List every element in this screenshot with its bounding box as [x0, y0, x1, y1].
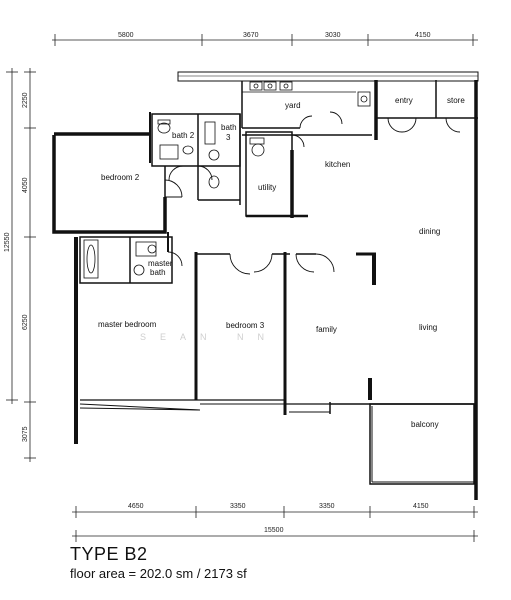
dimension-lines — [6, 34, 478, 542]
label-dining: dining — [419, 227, 440, 236]
label-bedroom-3: bedroom 3 — [226, 321, 265, 330]
label-utility: utility — [258, 183, 276, 192]
walls — [52, 71, 479, 500]
dim-top-1: 5800 — [118, 32, 134, 39]
dim-bottom-3: 3350 — [319, 503, 335, 510]
dim-bottom-2: 3350 — [230, 503, 246, 510]
label-kitchen: kitchen — [325, 160, 350, 169]
label-master-bath-line1: master — [148, 259, 173, 268]
doors — [164, 111, 461, 275]
fixtures — [83, 81, 371, 279]
label-master-bedroom: master bedroom — [98, 320, 157, 329]
watermark: SEAN NN — [140, 332, 278, 342]
dim-left-1: 2250 — [22, 92, 29, 108]
dim-bottom-1: 4650 — [128, 503, 144, 510]
label-yard: yard — [285, 101, 301, 110]
label-bath-3-line2: 3 — [226, 133, 231, 142]
dim-bottom-4: 4150 — [413, 503, 429, 510]
label-bath-3-line1: bath — [221, 123, 237, 132]
dim-left-4: 3075 — [22, 426, 29, 442]
plan-floor-area: floor area = 202.0 sm / 2173 sf — [70, 566, 247, 581]
label-bath-2: bath 2 — [172, 131, 195, 140]
label-store: store — [447, 96, 465, 105]
dim-left-total: 12550 — [4, 232, 11, 252]
label-balcony: balcony — [411, 420, 439, 429]
label-living: living — [419, 323, 437, 332]
room-labels: bedroom 2 bath 2 bath 3 yard entry store… — [98, 96, 465, 429]
title-block: TYPE B2 floor area = 202.0 sm / 2173 sf — [70, 544, 247, 581]
dimension-labels: 5800 3670 3030 4150 4650 3350 3350 4150 … — [4, 32, 431, 534]
label-entry: entry — [395, 96, 413, 105]
label-master-bath-line2: bath — [150, 268, 166, 277]
plan-title: TYPE B2 — [70, 544, 148, 564]
dim-top-3: 3030 — [325, 32, 341, 39]
label-bedroom-2: bedroom 2 — [101, 173, 140, 182]
dim-top-2: 3670 — [243, 32, 259, 39]
dim-top-4: 4150 — [415, 32, 431, 39]
dim-left-2: 4050 — [22, 177, 29, 193]
dim-left-3: 6250 — [22, 314, 29, 330]
label-family: family — [316, 325, 337, 334]
dim-bottom-total: 15500 — [264, 527, 284, 534]
